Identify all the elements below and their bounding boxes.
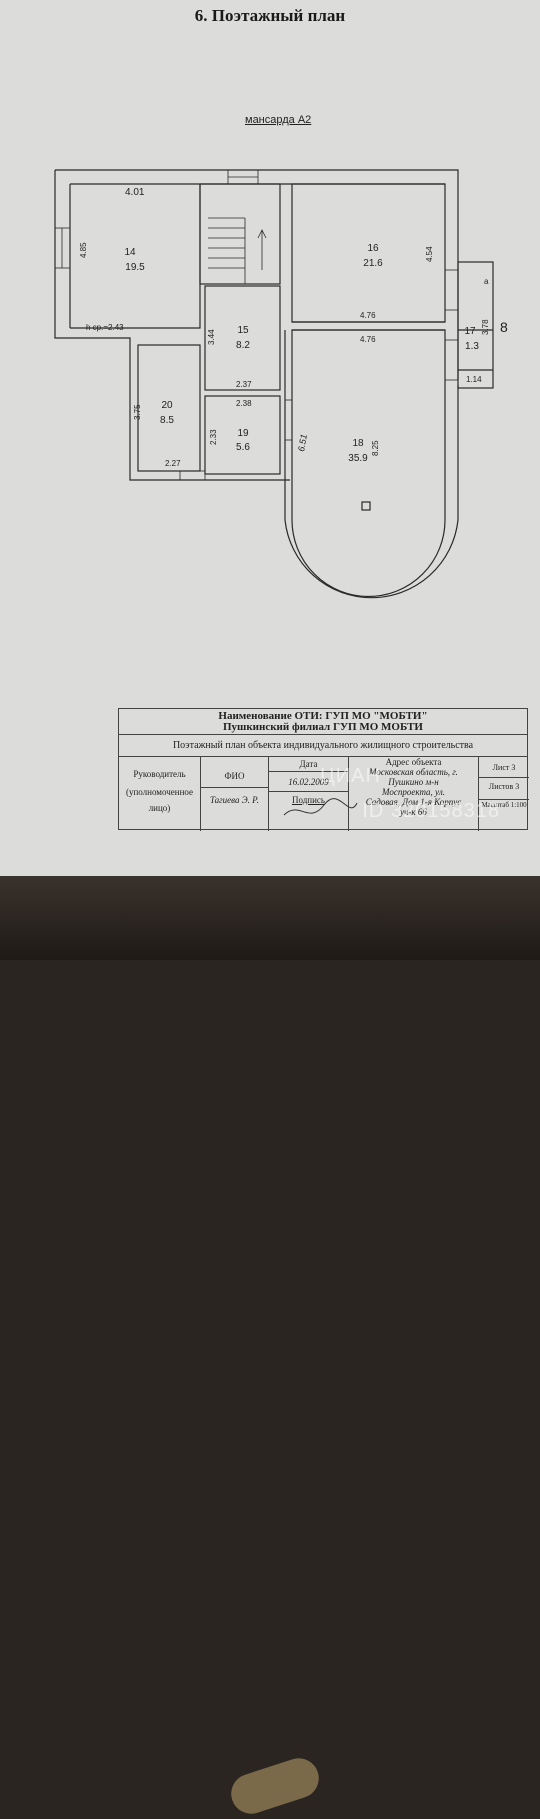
finger-shape <box>226 1753 324 1819</box>
room-19-number: 19 <box>237 428 249 439</box>
room-20-area: 8.5 <box>160 415 174 426</box>
address-label: Адрес объекта <box>385 757 442 767</box>
avg-height: h ср.=2.43 <box>86 323 124 332</box>
room-14-number: 14 <box>124 247 136 258</box>
org-row: Наименование ОТИ: ГУП МО "МОБТИ" Пушкинс… <box>119 709 527 735</box>
fio-label: ФИО <box>224 771 245 781</box>
dim-4-76-top: 4.76 <box>360 311 376 320</box>
dim-4-54: 4.54 <box>425 246 434 262</box>
room-19-area: 5.6 <box>236 442 250 453</box>
signature-row: Руководитель (уполномоченное лицо) ФИО Т… <box>119 757 529 831</box>
fio-value: Тагиева Э. Р. <box>209 795 260 805</box>
stair-block <box>199 183 281 285</box>
head-label: Руководитель <box>133 769 186 779</box>
sign-label: Подпись <box>291 795 326 805</box>
room-14-area: 19.5 <box>125 262 145 273</box>
address-line-5: уч-к 66 <box>400 807 427 817</box>
room-15-area: 8.2 <box>236 340 250 351</box>
outer-arc <box>284 330 459 599</box>
address-line-1: Московская область, г. <box>369 767 458 777</box>
stairs-icon <box>208 217 267 284</box>
dim-2-33: 2.33 <box>209 429 218 445</box>
fio-cell: ФИО Тагиева Э. Р. <box>201 757 269 831</box>
date-cell: Дата 16.02.2009 Подпись <box>269 757 358 831</box>
doc-title: Поэтажный план объекта индивидуального ж… <box>119 735 527 757</box>
room-20-number: 20 <box>161 400 173 411</box>
chimney-mark <box>361 501 371 511</box>
date-value: 16.02.2009 <box>288 777 329 787</box>
address-line-4: Садовая, Дом 1-я Корпус <box>365 797 462 807</box>
dim-3-78: 3.78 <box>481 319 490 335</box>
date-label: Дата <box>299 759 318 769</box>
window-marks <box>54 169 459 481</box>
address-line-3: Моспроекта, ул. <box>382 787 445 797</box>
org-name: Наименование ОТИ: ГУП МО "МОБТИ" <box>218 710 428 722</box>
room-18-walls <box>291 329 446 598</box>
dim-1-14: 1.14 <box>466 375 482 384</box>
balcony-mark: a <box>484 277 489 286</box>
dim-4-76-bottom: 4.76 <box>360 335 376 344</box>
dim-4-01: 4.01 <box>125 187 145 198</box>
head-cell: Руководитель (уполномоченное лицо) <box>119 757 201 831</box>
address-line-2: Пушкино м-н <box>388 777 439 787</box>
room-17-area: 1.3 <box>465 341 479 352</box>
dim-3-75: 3.75 <box>133 404 142 420</box>
dim-8-25: 8.25 <box>371 440 380 456</box>
dim-2-38: 2.38 <box>236 399 252 408</box>
sheet-number: Лист 3 <box>492 763 516 772</box>
side-note: 8 <box>500 319 508 335</box>
room-16-number: 16 <box>367 243 379 254</box>
dim-6-51: 6.51 <box>296 433 309 452</box>
room-17-number: 17 <box>464 326 476 337</box>
address-cell: Адрес объекта Московская область, г. Пуш… <box>349 757 479 831</box>
room-15-number: 15 <box>237 325 249 336</box>
sheet-cell: Лист 3 Листов 3 Масштаб 1:100 <box>479 757 529 831</box>
page-title: 6. Поэтажный план <box>194 6 346 25</box>
photo-background <box>0 876 540 1819</box>
room-16-area: 21.6 <box>363 258 383 269</box>
scale: Масштаб 1:100 <box>481 801 527 809</box>
watermark-id: ID 320158318 <box>362 800 500 822</box>
balcony-17-walls <box>457 261 494 389</box>
room-19-walls <box>204 395 281 475</box>
watermark-brand: ЦИАН <box>320 765 381 787</box>
signature-mark <box>283 798 358 816</box>
title-block: Наименование ОТИ: ГУП МО "МОБТИ" Пушкинс… <box>118 708 529 831</box>
floor-plan: 4.01 14 19.5 4.85 h ср.=2.43 15 8.2 3.44… <box>54 169 508 599</box>
room-20-walls <box>137 344 201 472</box>
dim-2-37: 2.37 <box>236 380 252 389</box>
head-sub2: лицо) <box>148 803 171 813</box>
floor-subtitle: мансарда А2 <box>245 114 312 126</box>
head-sub1: (уполномоченное <box>125 787 194 797</box>
org-branch: Пушкинский филиал ГУП МО МОБТИ <box>222 721 423 733</box>
room-15-walls <box>204 285 281 391</box>
dim-3-44: 3.44 <box>207 329 216 345</box>
room-18-area: 35.9 <box>348 453 368 464</box>
room-18-number: 18 <box>352 438 364 449</box>
dim-2-27: 2.27 <box>165 459 181 468</box>
plan-sheet: 6. Поэтажный план мансарда А2 <box>0 0 540 876</box>
sheet-total: Листов 3 <box>488 782 520 791</box>
dim-4-85: 4.85 <box>79 242 88 258</box>
